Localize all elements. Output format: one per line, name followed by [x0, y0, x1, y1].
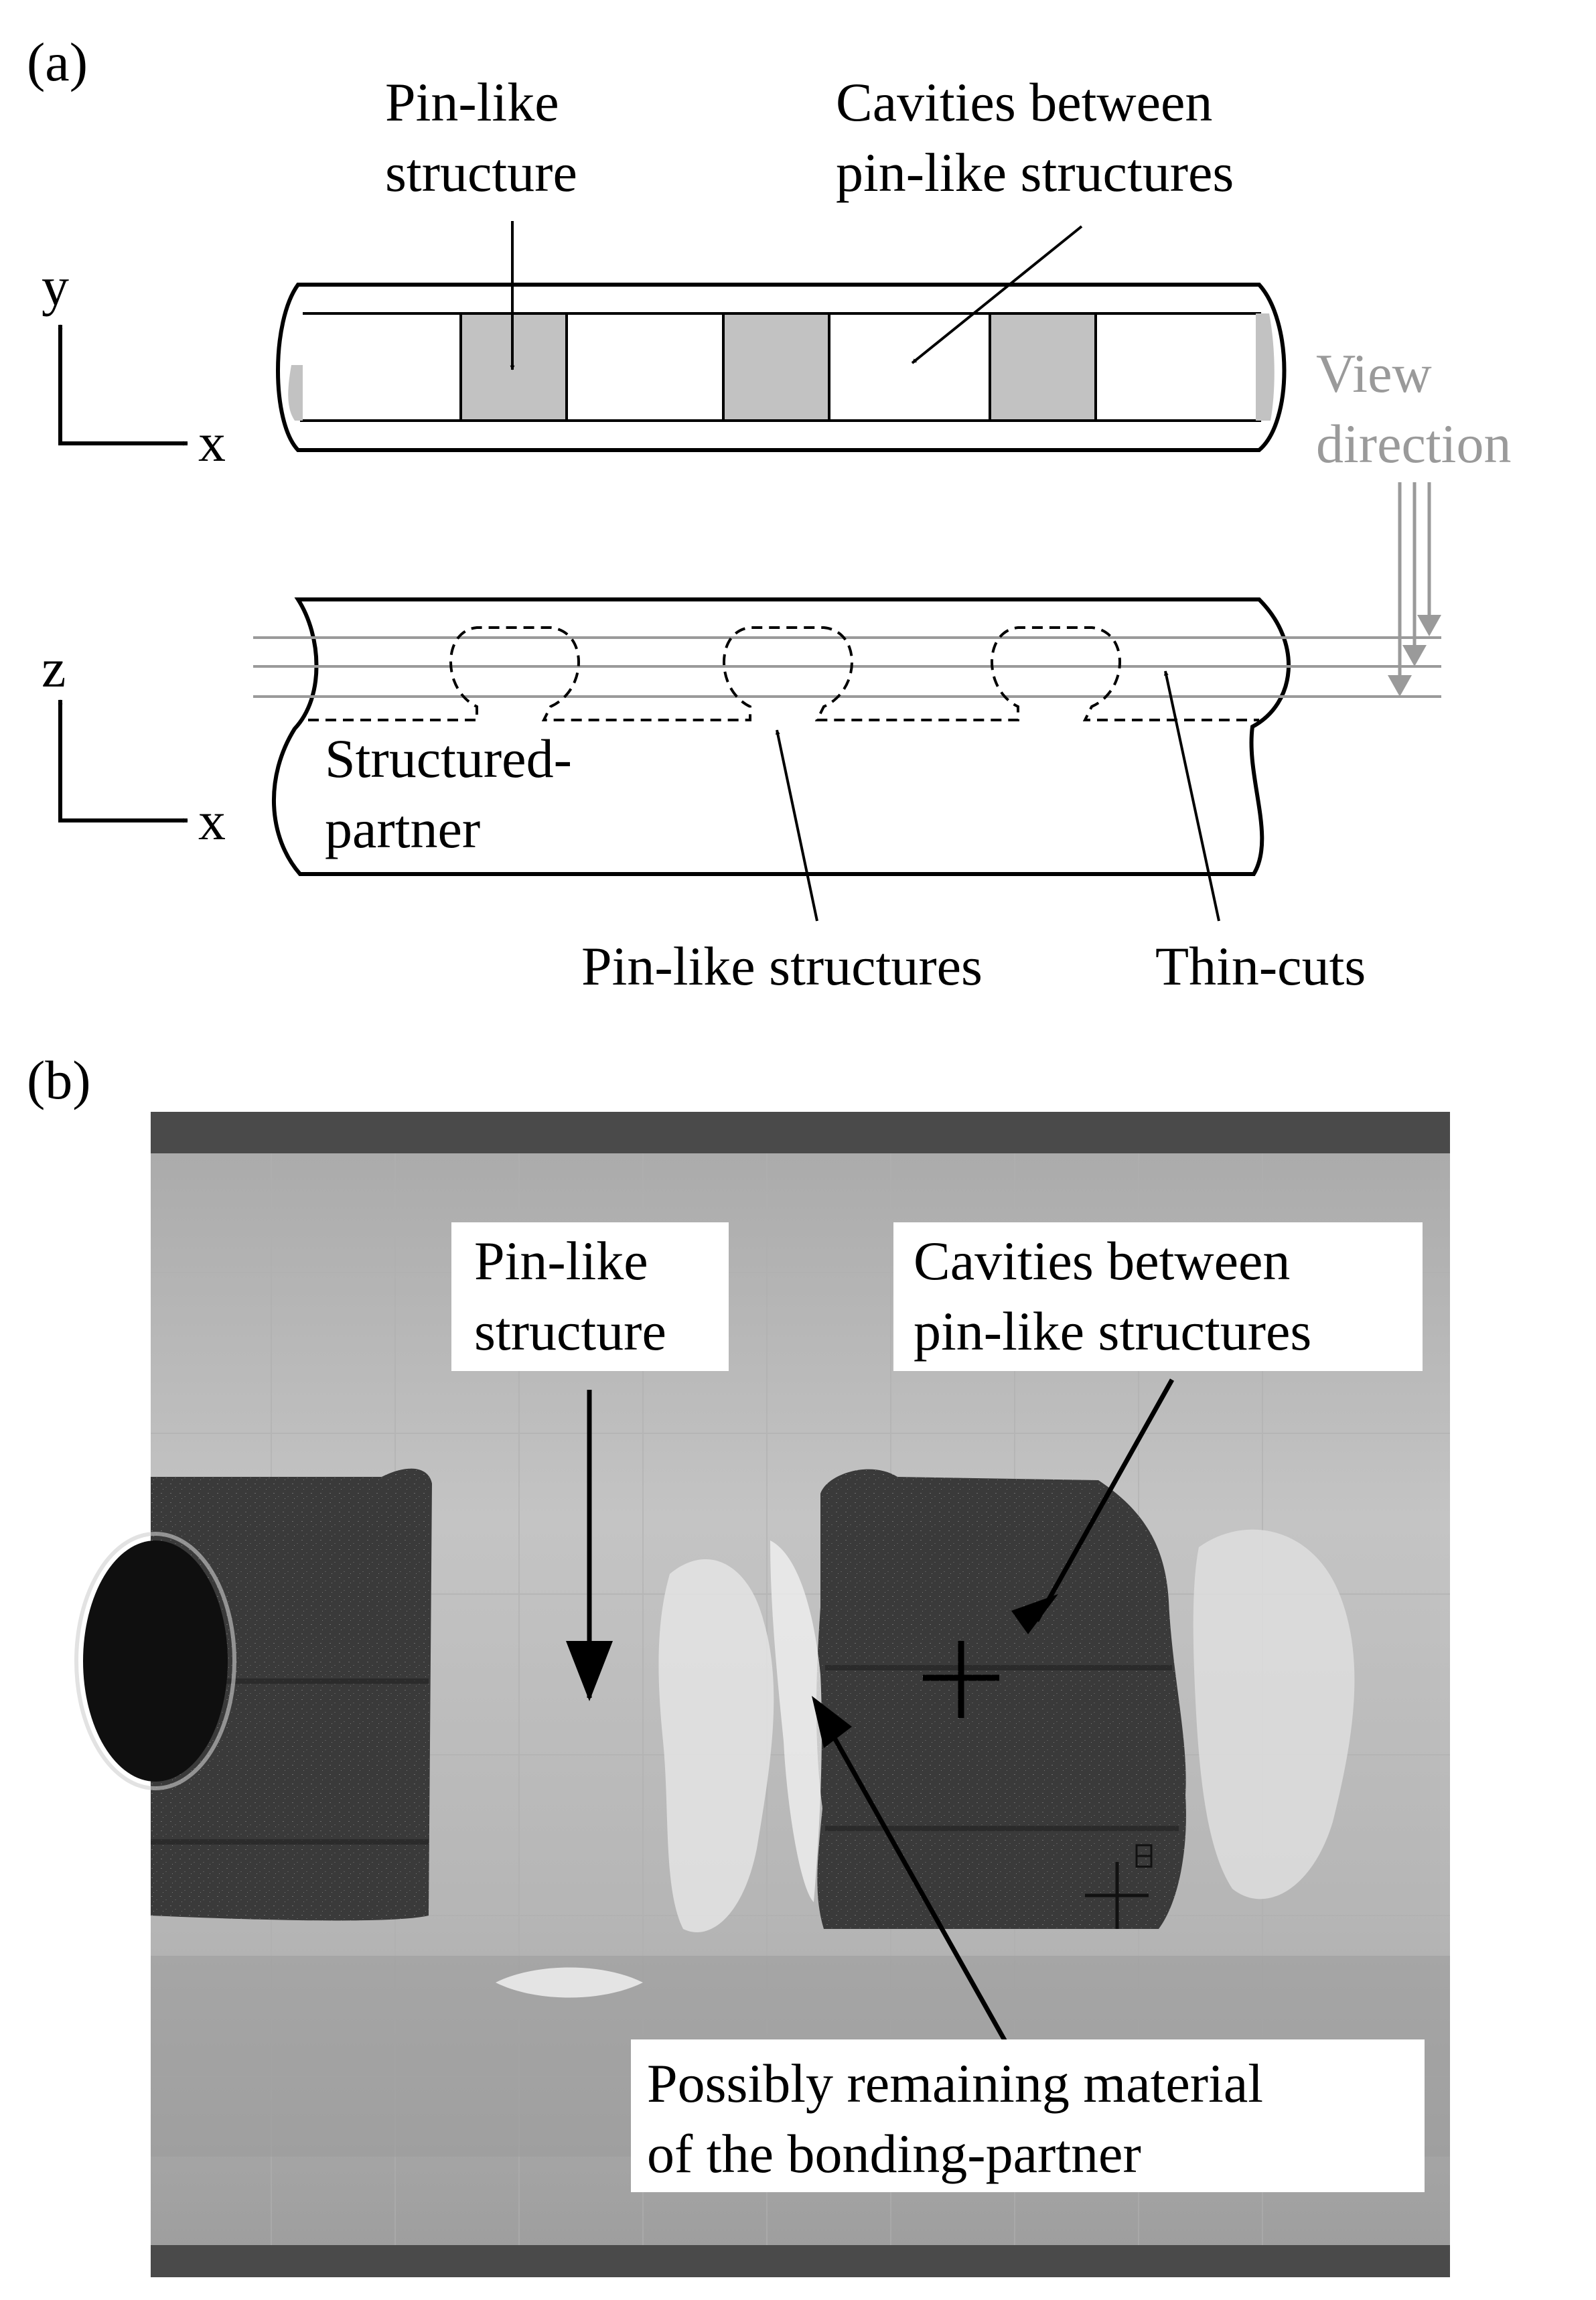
b-pin-label-line2: structure — [474, 1301, 666, 1362]
b-remaining-arrow — [822, 1720, 1011, 2047]
side-pins-label: Pin-like structures — [581, 936, 983, 997]
b-pin-label: Pin-like structure — [451, 1222, 729, 1371]
top-pin-label: Pin-like structure — [385, 72, 577, 203]
top-view-pin-2 — [722, 312, 830, 422]
view-direction: View direction — [1316, 343, 1511, 697]
side-view-axes: z x — [42, 638, 226, 851]
top-pin-label-line2: structure — [385, 142, 577, 203]
bright-material-center — [658, 1559, 774, 1932]
b-pin-label-box — [451, 1222, 729, 1371]
z-axis-label: z — [42, 638, 66, 699]
side-pins-arrow — [775, 729, 818, 922]
bright-glow-bottom — [496, 1967, 643, 1998]
partner-label-line1: Structured- — [325, 728, 572, 789]
micrograph-bottom-edge — [151, 2245, 1450, 2277]
x-axis-label-side: x — [198, 790, 226, 851]
panel-a-tag: (a) — [27, 31, 88, 92]
view-direction-line2: direction — [1316, 413, 1511, 474]
b-cavities-label-line1: Cavities between — [914, 1230, 1290, 1291]
x-axis-label-top: x — [198, 412, 226, 473]
y-axis-label: y — [42, 256, 69, 317]
panel-b-tag: (b) — [27, 1050, 91, 1110]
side-view-outline — [272, 597, 1291, 876]
b-cavities-arrow — [1034, 1378, 1175, 1622]
crosshair-marker-upper — [923, 1641, 999, 1718]
bright-material-right — [1193, 1529, 1355, 1899]
micrograph-dark-hole — [83, 1540, 228, 1782]
top-cavities-label-line1: Cavities between — [836, 72, 1212, 133]
top-cavities-label-line2: pin-like structures — [836, 142, 1234, 203]
b-remaining-label-line1: Possibly remaining material — [647, 2053, 1263, 2114]
cavity-stripe-right — [816, 1469, 1186, 1929]
b-remaining-label: Possibly remaining material of the bondi… — [631, 2039, 1425, 2192]
top-cavities-arrow — [911, 225, 1083, 364]
cavity-stripe-left — [151, 1468, 432, 1921]
dashed-pin-profile — [308, 626, 1259, 721]
micrograph-top-edge — [151, 1112, 1450, 1153]
b-cavities-label-box — [893, 1222, 1423, 1371]
view-direction-line1: View — [1316, 343, 1432, 404]
bright-material-edge — [770, 1540, 822, 1902]
top-view-axes: y x — [42, 256, 226, 473]
thin-cuts-label: Thin-cuts — [1155, 936, 1366, 997]
top-cavities-label: Cavities between pin-like structures — [836, 72, 1234, 203]
b-pin-label-line1: Pin-like — [474, 1230, 648, 1291]
top-view-right-edge — [1256, 313, 1275, 421]
micrograph-hole-rim — [74, 1532, 236, 1790]
b-cavities-label-line2: pin-like structures — [914, 1301, 1311, 1362]
partner-label: Structured- partner — [325, 728, 572, 859]
thin-cuts-arrow — [1163, 670, 1220, 922]
side-view-diagram — [253, 597, 1441, 922]
partner-label-line2: partner — [325, 798, 480, 859]
top-view-diagram — [276, 221, 1287, 452]
b-cavities-label: Cavities between pin-like structures — [893, 1222, 1423, 1371]
b-remaining-label-line2: of the bonding-partner — [647, 2123, 1141, 2184]
top-pin-label-line1: Pin-like — [385, 72, 559, 133]
crosshair-marker-lower — [1085, 1862, 1149, 1929]
b-remaining-label-box — [631, 2039, 1425, 2192]
top-view-left-edge — [288, 365, 303, 421]
top-view-pin-3 — [989, 312, 1097, 422]
